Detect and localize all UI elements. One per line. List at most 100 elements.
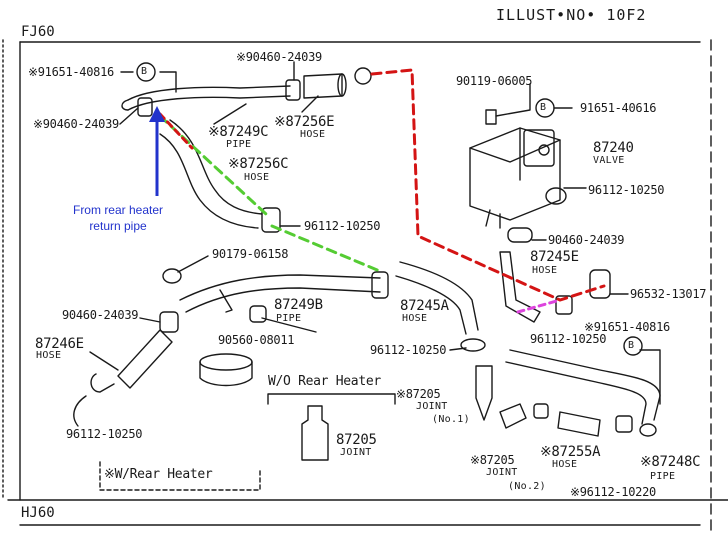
group-label-w: ※W/Rear Heater [104, 467, 213, 482]
hose-lower-left-tail [73, 395, 87, 427]
clamp-96112-center [460, 338, 486, 352]
part-label: ※91651-40816 [584, 320, 670, 334]
blue-arrow [149, 106, 165, 196]
hose-87246e [117, 329, 173, 389]
leader-p5 [301, 95, 319, 113]
part-label: ※90460-24039 [236, 50, 322, 64]
part-desc: HOSE [244, 172, 270, 183]
model-label-hj60: HJ60 [21, 505, 55, 521]
part-label: ※90460-24039 [33, 117, 119, 131]
pipe-87249b-upper [179, 274, 381, 301]
part-label: 87240 [593, 140, 634, 156]
hose-87245e [499, 251, 541, 323]
valve-outlet [485, 209, 501, 229]
part-desc: HOSE [532, 265, 558, 276]
part-label: 96532-13017 [630, 287, 707, 301]
part-desc: PIPE [276, 313, 302, 324]
leader-p1 [120, 71, 177, 93]
part-desc: JOINT [340, 447, 372, 458]
leader-p4 [213, 103, 247, 125]
hose-87245a-b [395, 275, 467, 335]
part-desc: HOSE [402, 313, 428, 324]
part-label: ※87256E [274, 114, 335, 130]
valve-bracket [523, 129, 555, 167]
hose-87256e [303, 73, 343, 99]
clamp-90460-mid [159, 311, 179, 333]
clamp-96112-right [555, 295, 573, 315]
bolt-marker-3: B [628, 340, 635, 351]
annotation-line-2: return pipe [89, 219, 147, 233]
illustration-number: ILLUST•NO• 10F2 [496, 6, 647, 24]
hose-87245a-a [399, 261, 479, 331]
joint-87205-wo [301, 405, 329, 461]
clamp-87249b-right [371, 271, 389, 299]
wo-bracket [267, 393, 396, 405]
w-bracket [99, 461, 261, 491]
part-label: 87205 [336, 432, 377, 448]
leader-p8 [177, 255, 209, 273]
part-desc: PIPE [226, 139, 252, 150]
leader-p2 [119, 107, 139, 125]
part-label: 96112-10250 [588, 183, 665, 197]
pipe-87248c-lower [505, 361, 647, 425]
pipe-87248c-end [639, 423, 657, 437]
leader-p12 [89, 351, 119, 371]
part-desc: HOSE [300, 129, 326, 140]
clip-90460-right [507, 227, 533, 243]
clamp-96112-valve [545, 187, 567, 205]
grommet-96532 [589, 269, 611, 299]
red-dashed-short [158, 112, 194, 150]
bolt-marker-circle-1 [136, 62, 156, 82]
part-label: ※87255A [540, 444, 601, 460]
valve-bolt-hole [538, 144, 550, 156]
part-label: 96112-10250 [530, 332, 607, 346]
clamp-96112-lower-left [90, 373, 115, 393]
part-sub: (No.2) [508, 481, 546, 492]
part-label: 90560-08011 [218, 333, 295, 347]
bolt-marker-1: B [141, 66, 148, 77]
magenta-dashed-route [516, 298, 562, 314]
model-label-fj60: FJ60 [21, 24, 55, 40]
part-label: 87245E [530, 249, 579, 265]
valve-87240 [469, 127, 561, 221]
part-label: 90119-06005 [456, 74, 533, 88]
part-desc: HOSE [552, 459, 578, 470]
part-label: 91651-40616 [580, 101, 657, 115]
hose-87256c-a [169, 119, 263, 215]
cap-body [199, 361, 253, 387]
part-label: 87246E [35, 336, 84, 352]
annotation-note: From rear heater return pipe [58, 202, 178, 234]
part-label: 87249B [274, 297, 323, 313]
part-label: ※91651-40816 [28, 65, 114, 79]
part-label: ※87256C [228, 156, 289, 172]
part-label: ※87205 [396, 387, 441, 401]
part-sub: (No.1) [432, 414, 470, 425]
part-label: ※96112-10220 [570, 485, 656, 499]
part-desc: JOINT [416, 401, 448, 412]
joint-87205-no1 [475, 365, 493, 421]
part-label: ※87205 [470, 453, 515, 467]
hose-87256c-b [159, 133, 259, 229]
part-desc: PIPE [650, 471, 676, 482]
group-label-wo: W/O Rear Heater [268, 374, 381, 389]
leader-p23 [449, 347, 467, 351]
cap-part [199, 353, 253, 371]
part-label: 96112-10250 [370, 343, 447, 357]
leader-p14 [495, 83, 531, 117]
pipe-87249b-lower [185, 287, 381, 313]
leader-p9 [139, 317, 161, 323]
part-label: 90460-24039 [62, 308, 139, 322]
pipe-87249c-lower [127, 95, 291, 111]
annotation-line-1: From rear heater [72, 203, 164, 217]
bushing-90560 [249, 305, 267, 323]
bolt-marker-circle-3 [623, 336, 643, 356]
bolt-90119 [485, 109, 497, 125]
pipe-87248c-upper [509, 349, 661, 421]
hose-87256e-end [337, 73, 347, 97]
part-label: 87245A [400, 298, 449, 314]
part-label: ※87248C [640, 454, 701, 470]
pipe-87249b-bracket [219, 289, 233, 313]
part-label: 90460-24039 [548, 233, 625, 247]
part-label: 96112-10250 [304, 219, 381, 233]
